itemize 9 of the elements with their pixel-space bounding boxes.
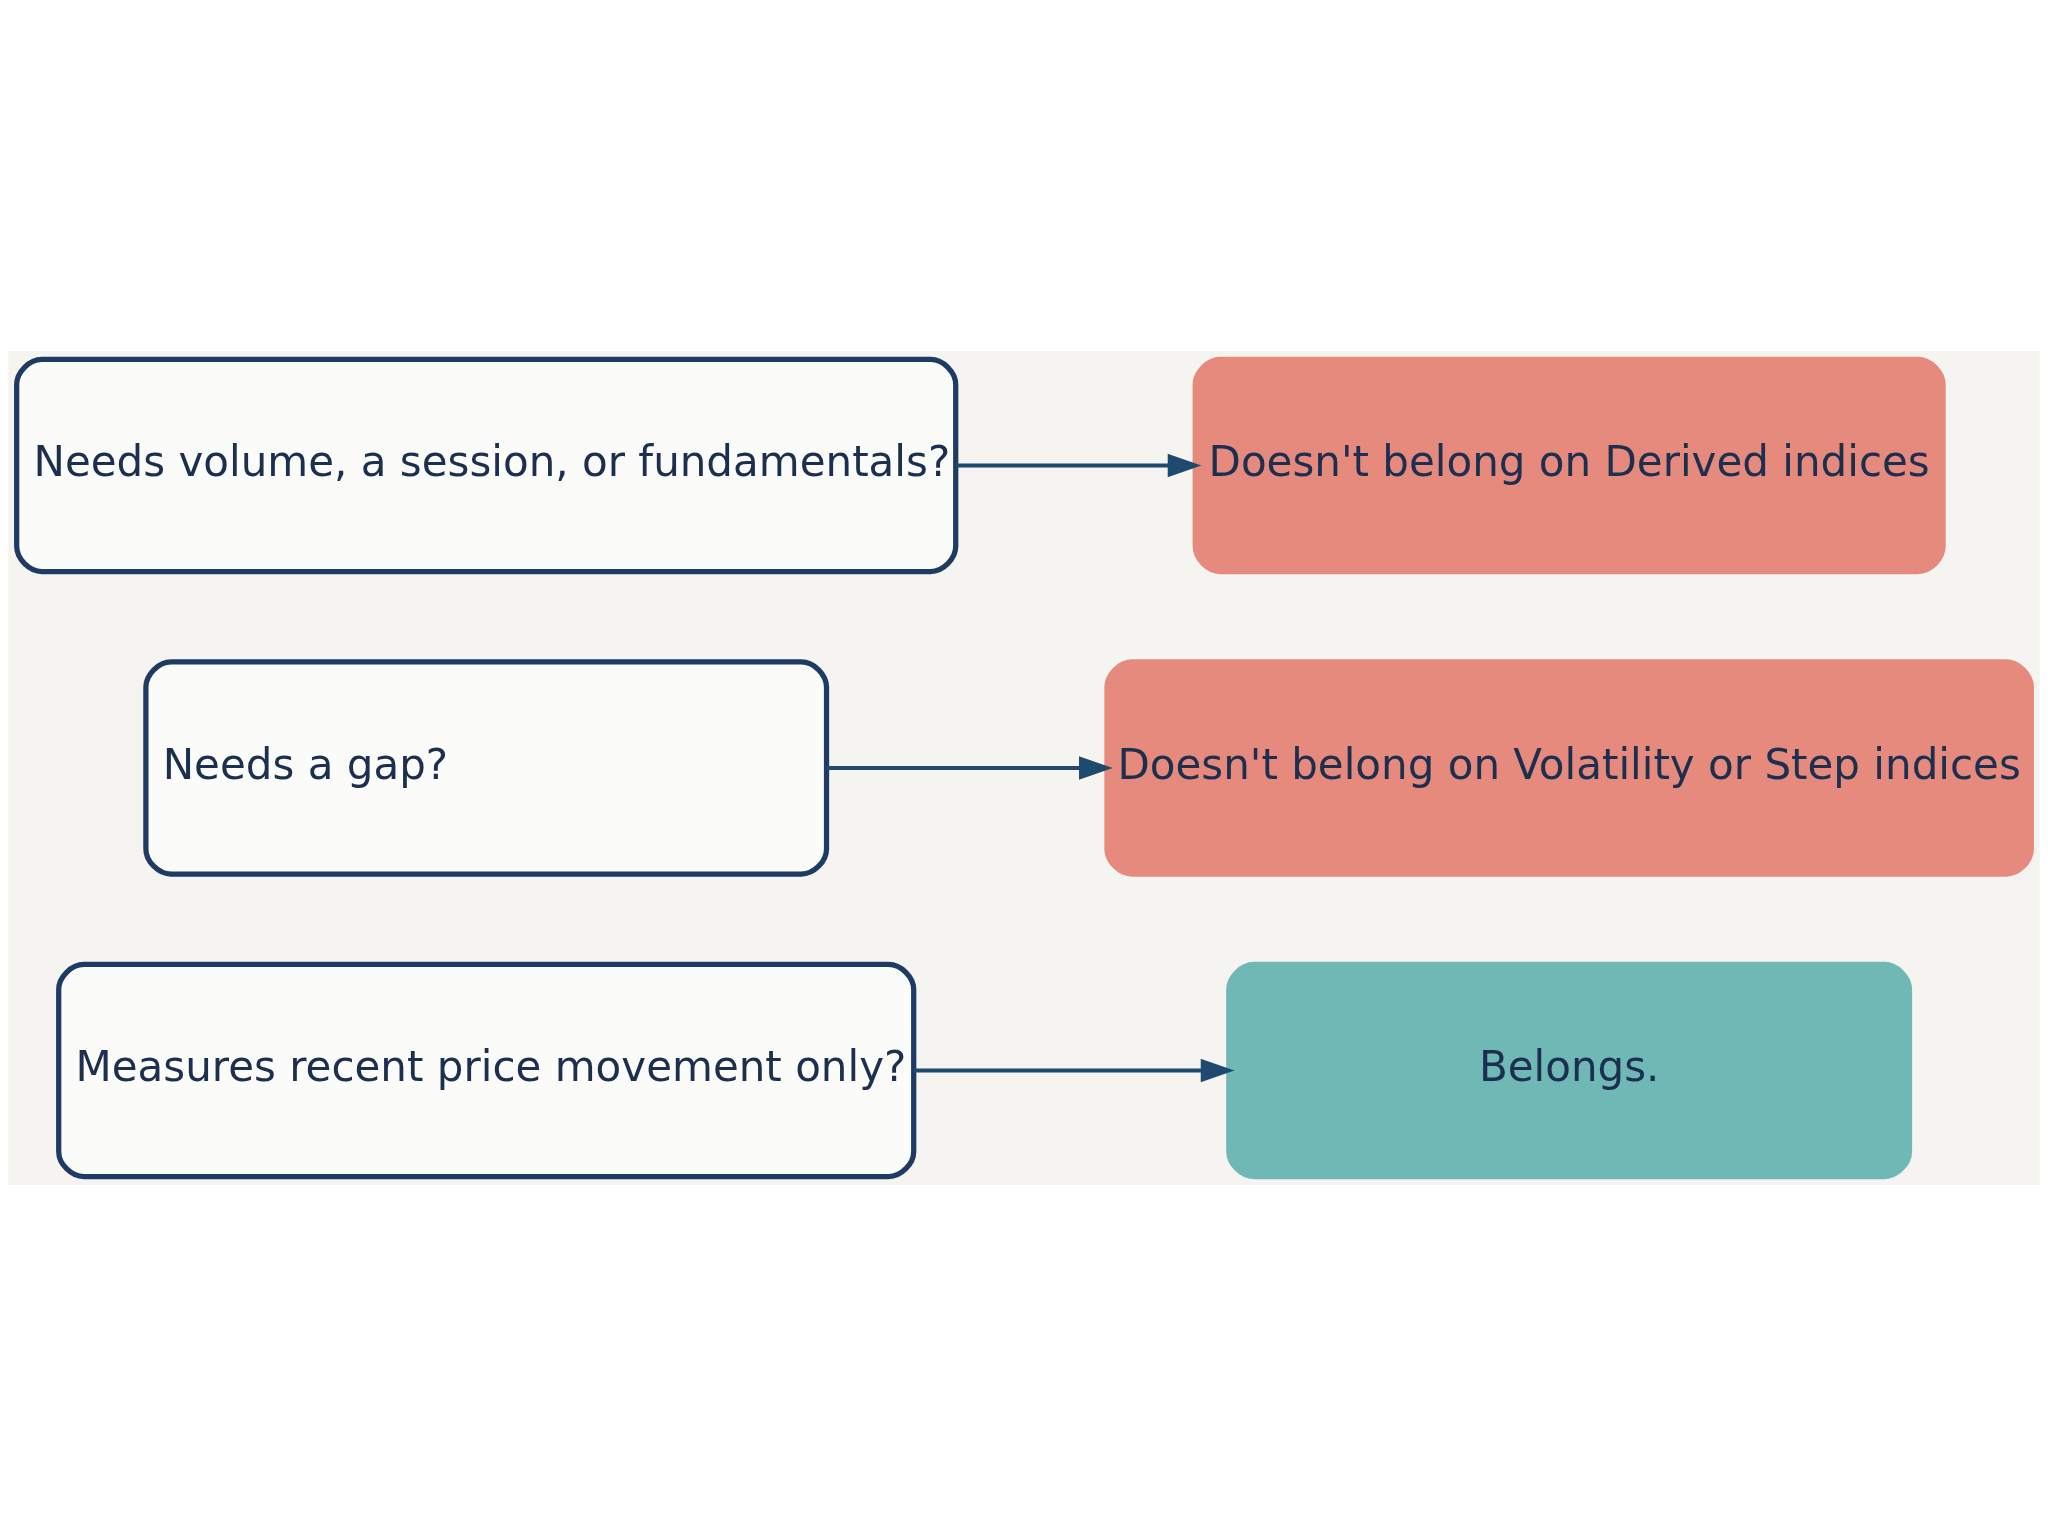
arrow	[956, 453, 1202, 478]
node-box: Needs volume, a session, or fundamentals?	[14, 356, 959, 575]
node-box: Doesn't belong on Volatility or Step indices	[1104, 659, 2034, 877]
node-box: Needs a gap?	[143, 659, 830, 877]
arrow	[826, 756, 1113, 780]
arrow	[913, 1058, 1235, 1083]
node-box: Measures recent price movement only?	[56, 961, 917, 1180]
node-box: Belongs.	[1226, 961, 1913, 1180]
node-box: Doesn't belong on Derived indices	[1192, 356, 1946, 575]
